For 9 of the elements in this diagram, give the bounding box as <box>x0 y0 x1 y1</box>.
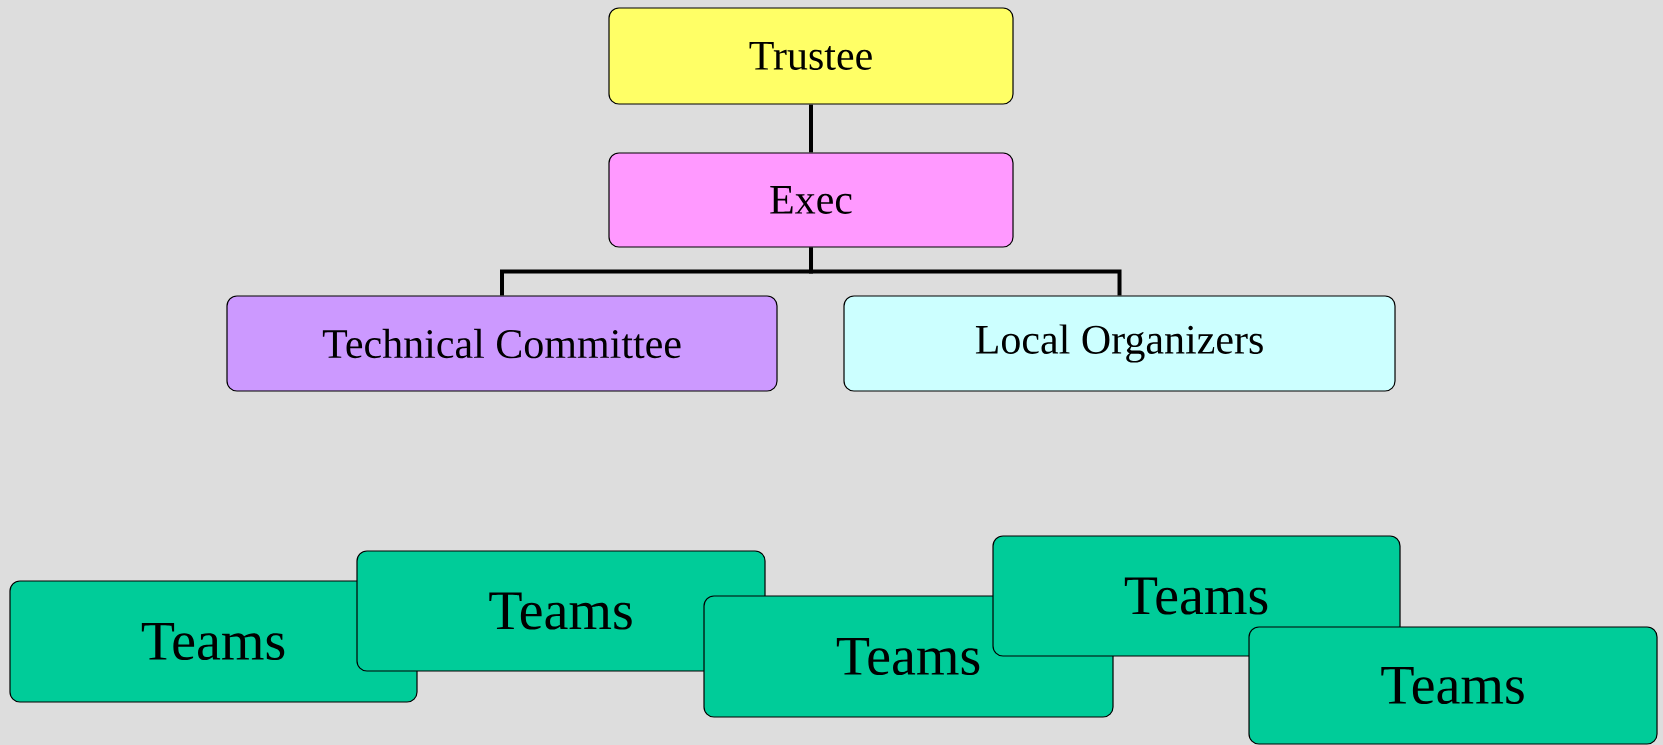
connector-line <box>809 104 813 153</box>
org-box: Exec <box>608 152 1014 248</box>
team-box: Teams <box>356 550 766 672</box>
org-box: Trustee <box>608 7 1014 105</box>
team-box: Teams <box>992 535 1401 657</box>
org-box: Technical Committee <box>226 295 778 392</box>
team-box: Teams <box>1248 626 1658 745</box>
connector-line <box>809 247 1122 296</box>
org-box: Local Organizers <box>843 295 1396 392</box>
